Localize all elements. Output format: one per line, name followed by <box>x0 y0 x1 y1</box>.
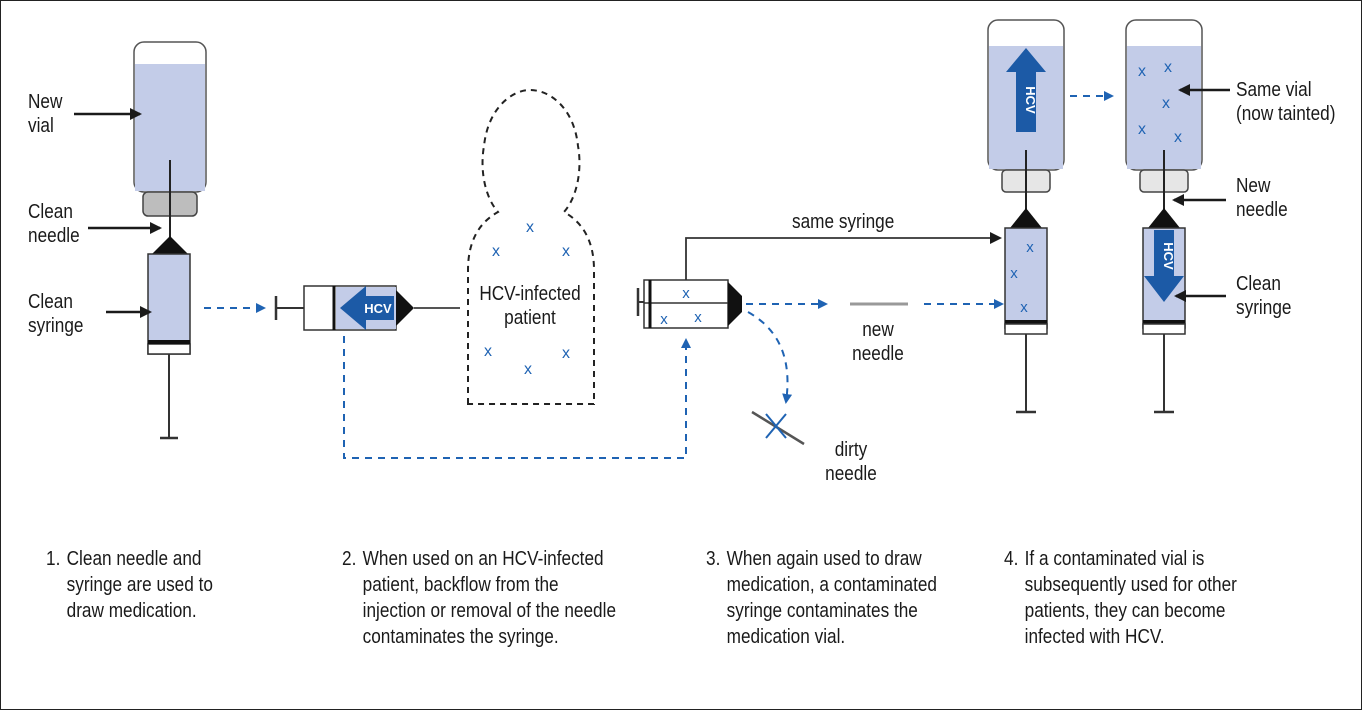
label-same-syringe: same syringe <box>792 211 895 233</box>
hcv-particle: x <box>562 243 570 260</box>
hcv-particle: x <box>562 345 570 362</box>
label-same-vial: Same vial (now tainted) <box>1236 79 1336 125</box>
label-new-needle-mid: new needle <box>852 319 904 365</box>
flow-to-dirty-needle <box>747 311 793 404</box>
hcv-down-arrow: HCV <box>1144 230 1184 302</box>
contaminated-syringe-panel-3 <box>636 279 742 329</box>
hcv-particle: x <box>1162 95 1170 112</box>
syringe-4a <box>1004 208 1048 414</box>
step-4-number: 4. <box>1004 548 1019 570</box>
step-2-number: 2. <box>342 548 357 570</box>
hcv-particle: x <box>682 285 690 302</box>
hcv-particle: x <box>1138 121 1146 138</box>
step-2-text: When used on an HCV-infected patient, ba… <box>362 548 617 648</box>
hcv-particles-vial: x x x x x <box>1138 59 1182 146</box>
label-new-vial: New vial <box>28 91 63 137</box>
dirty-needle <box>751 410 805 446</box>
hcv-particles-patient: x x x x x x <box>484 219 570 378</box>
step-1: 1. Clean needle and syringe are used to … <box>46 546 213 624</box>
hcv-arrow-text-1: HCV <box>364 301 392 316</box>
label-clean-needle: Clean needle <box>28 201 80 247</box>
clean-syringe <box>147 253 191 440</box>
hcv-arrow-text-3: HCV <box>1161 242 1176 270</box>
hcv-particle: x <box>1164 59 1172 76</box>
step-3-text: When again used to draw medication, a co… <box>726 548 937 648</box>
hcv-up-arrow: HCV <box>1006 48 1046 132</box>
label-clean-syringe-2: Clean syringe <box>1236 273 1292 319</box>
label-new-needle-right: New needle <box>1236 175 1288 221</box>
tainted-vial <box>1125 19 1203 214</box>
same-syringe-connector <box>685 232 1002 280</box>
label-dirty-needle: dirty needle <box>825 439 877 485</box>
hcv-particle: x <box>1174 129 1182 146</box>
hcv-particle: x <box>660 311 668 328</box>
label-clean-syringe-1: Clean syringe <box>28 291 84 337</box>
step-3: 3. When again used to draw medication, a… <box>706 546 937 650</box>
hcv-particle: x <box>484 343 492 360</box>
hcv-particles-syringe-4a: x x x <box>1010 239 1034 316</box>
step-1-number: 1. <box>46 548 61 570</box>
hcv-particle: x <box>1138 63 1146 80</box>
label-hcv-patient: HCV-infected patient <box>479 283 581 329</box>
label-arrows-panel-4 <box>1172 84 1230 302</box>
step-3-number: 3. <box>706 548 721 570</box>
hcv-arrow-text-2: HCV <box>1023 86 1038 114</box>
hcv-particle: x <box>492 243 500 260</box>
step-4: 4. If a contaminated vial is subsequentl… <box>1004 546 1237 650</box>
step-1-text: Clean needle and syringe are used to dra… <box>66 548 213 622</box>
hcv-particle: x <box>524 361 532 378</box>
clean-needle <box>152 160 188 254</box>
hcv-particle: x <box>694 309 702 326</box>
hcv-particle: x <box>1026 239 1034 256</box>
hcv-particles-syringe-3: x x x <box>660 285 702 328</box>
step-2: 2. When used on an HCV-infected patient,… <box>342 546 616 650</box>
hcv-particle: x <box>526 219 534 236</box>
hcv-backflow-arrow: HCV <box>340 286 394 330</box>
hcv-particle: x <box>1010 265 1018 282</box>
flow-return-path <box>343 336 691 459</box>
label-arrows-panel-1 <box>74 108 162 318</box>
hcv-particle: x <box>1020 299 1028 316</box>
patient-silhouette <box>467 88 595 405</box>
step-4-text: If a contaminated vial is subsequently u… <box>1024 548 1237 648</box>
